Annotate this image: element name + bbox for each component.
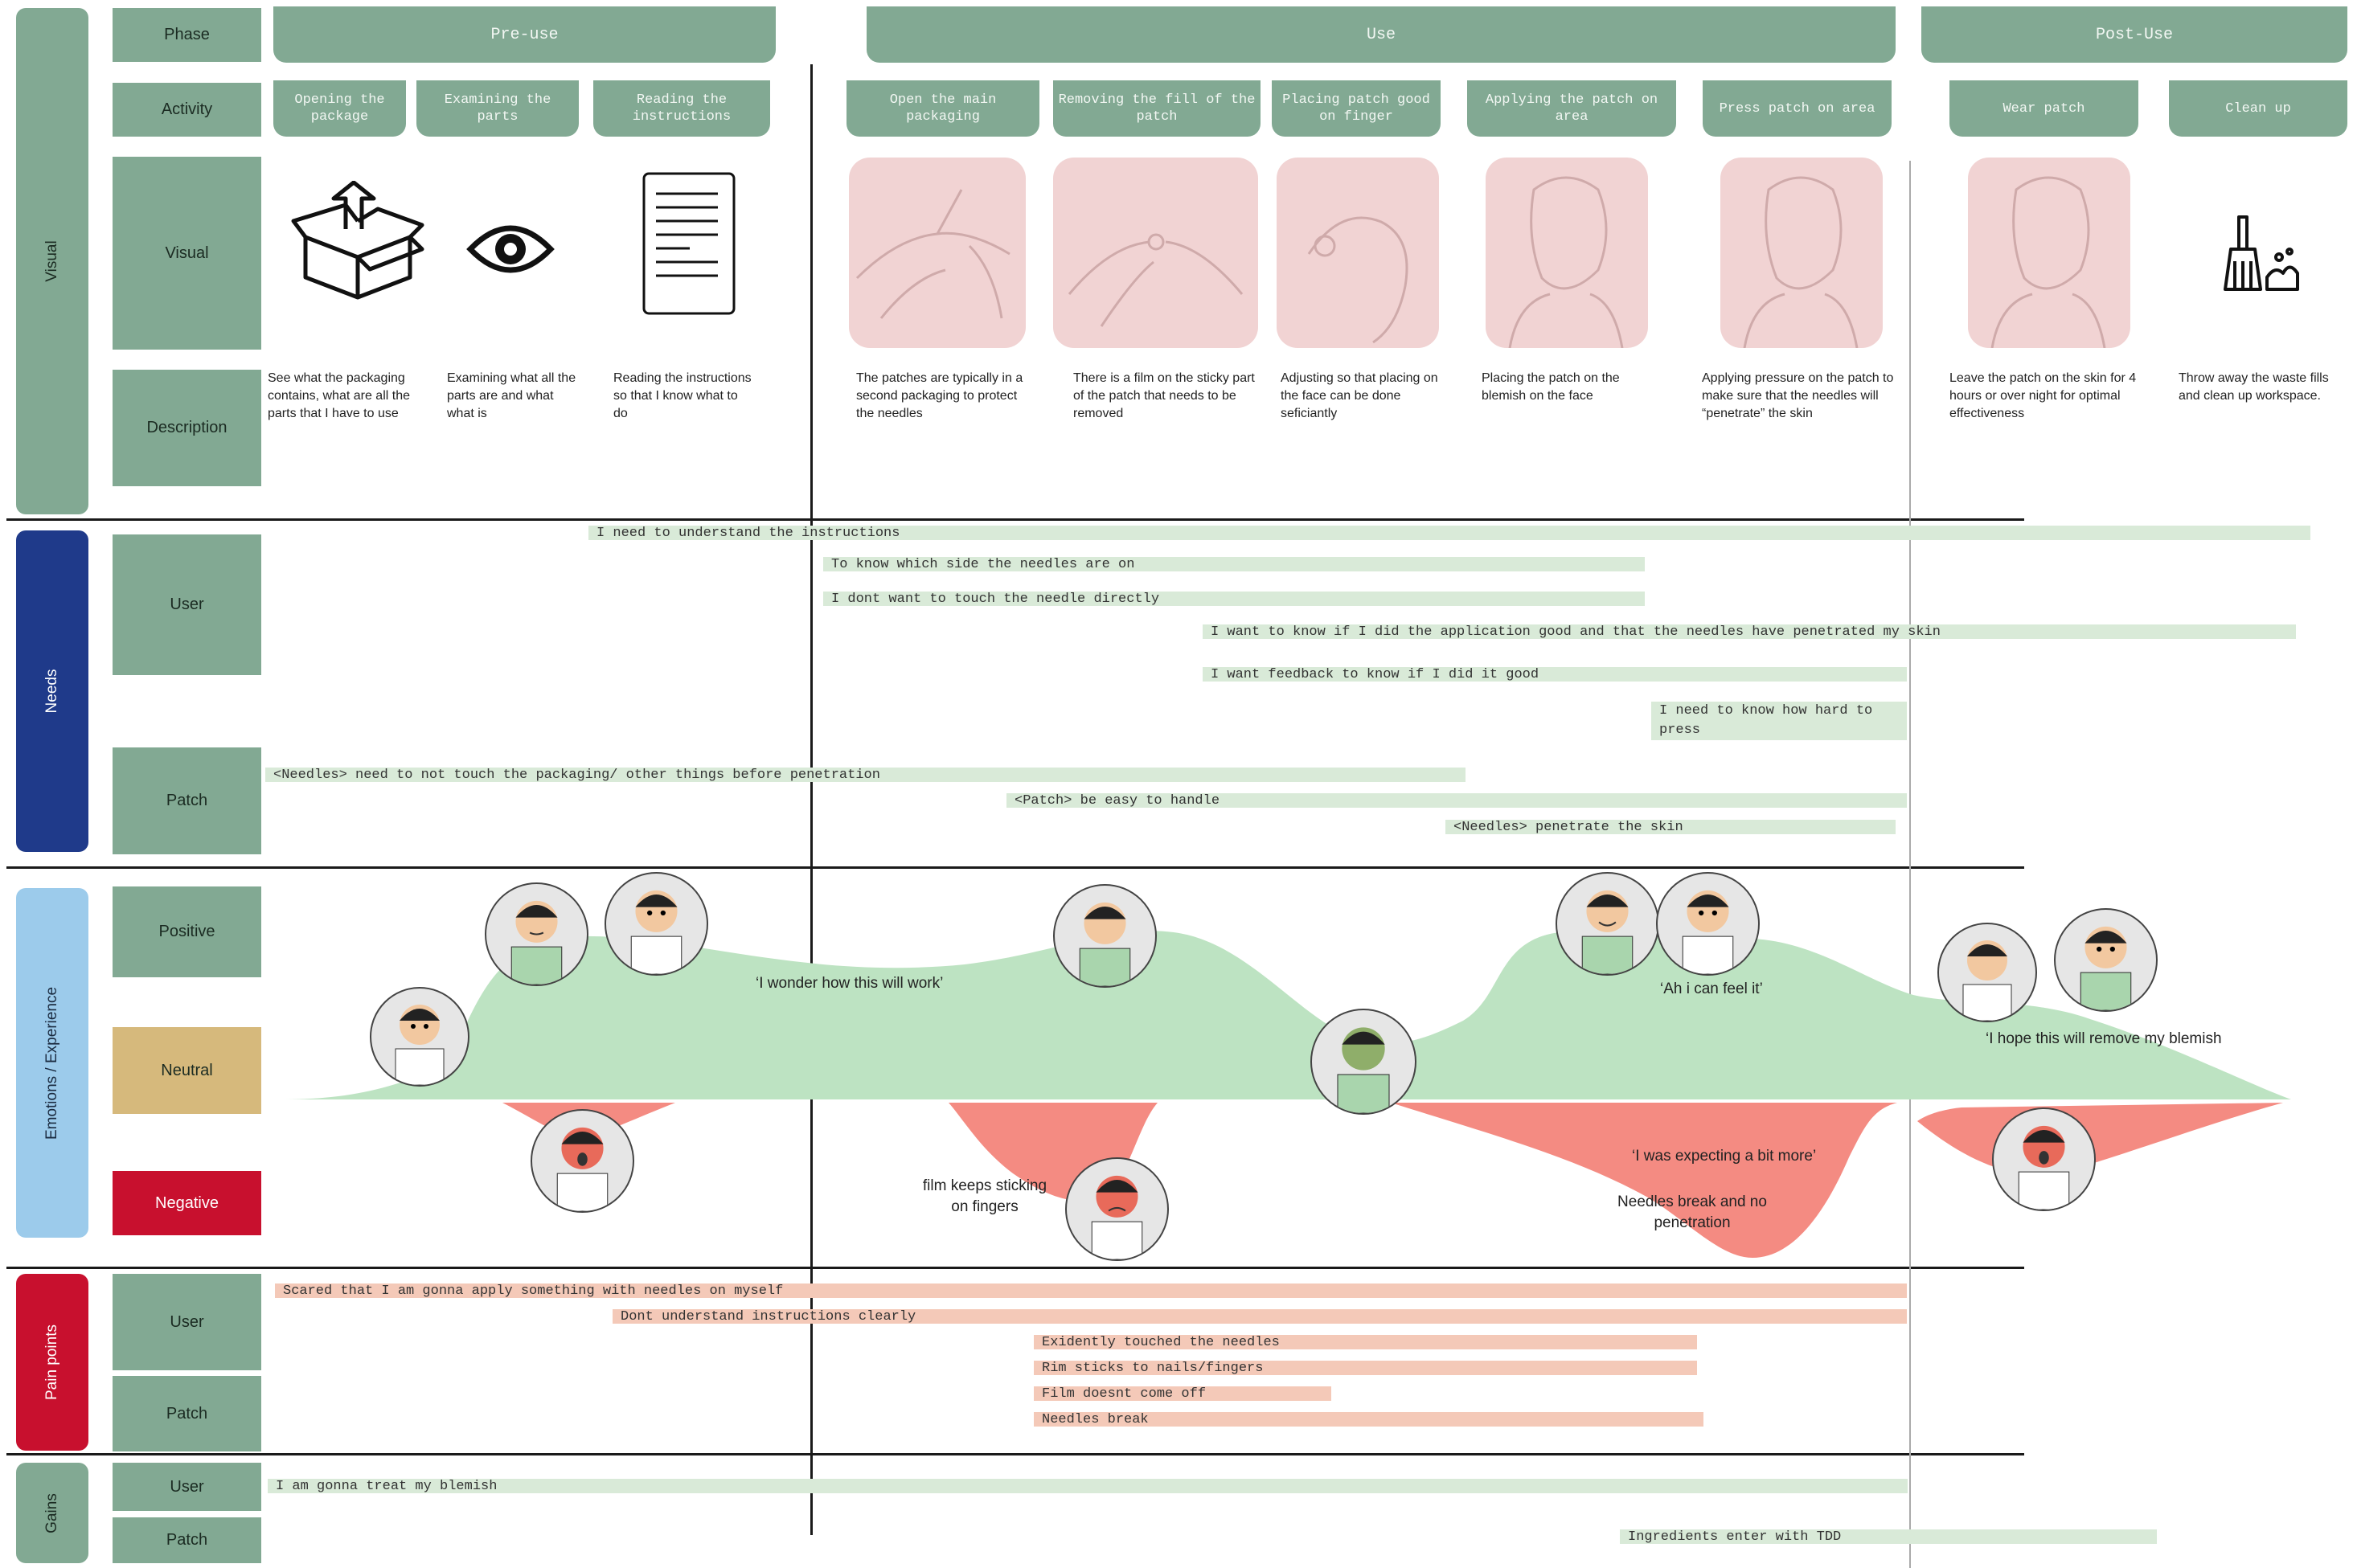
activity-wear-patch: Wear patch — [1949, 80, 2138, 137]
section-gains: Gains — [16, 1463, 88, 1563]
divider-pre-use-use — [810, 64, 813, 1535]
needs-user-bar-2: I dont want to touch the needle directly — [823, 592, 1645, 607]
divider-needs-emotions — [6, 866, 2024, 869]
activity-opening-package: Opening the package — [273, 80, 406, 137]
description-2: Reading the instructions so that I know … — [613, 371, 752, 420]
gains-patch-bar-0: Ingredients enter with TDD — [1620, 1529, 2157, 1545]
section-visual: Visual — [16, 8, 88, 514]
pain-patch-bar-0: Exidently touched the needles — [1034, 1335, 1697, 1350]
pain-user-bar-1: Dont understand instructions clearly — [613, 1309, 1907, 1324]
photo-press-patch — [1720, 158, 1883, 348]
needs-user-bar-0: I need to understand the instructions — [588, 526, 2310, 541]
avatar-worried — [1310, 1009, 1416, 1115]
needs-patch-bar-0: <Needles> need to not touch the packagin… — [265, 768, 1466, 783]
row-label-gains-user: User — [113, 1463, 261, 1511]
description-4: There is a film on the sticky part of th… — [1073, 371, 1255, 420]
needs-user-bar-1: To know which side the needles are on — [823, 557, 1645, 572]
needs-user-bar-5: I need to know how hard to press — [1651, 702, 1907, 740]
row-label-pain-patch: Patch — [113, 1376, 261, 1451]
avatar-shocked — [531, 1109, 634, 1213]
negative-area-2 — [1391, 1103, 1897, 1258]
row-label-needs-patch: Patch — [113, 747, 261, 854]
divider-visual-needs — [6, 518, 2024, 521]
activity-clean-up: Clean up — [2169, 80, 2347, 137]
pain-patch-bar-2: Film doesnt come off — [1034, 1386, 1331, 1402]
section-pain-points: Pain points — [16, 1274, 88, 1451]
avatar-curious-2 — [605, 872, 708, 976]
photo-removing-fill — [1053, 158, 1258, 348]
row-label-positive: Positive — [113, 886, 261, 977]
divider-pain-gains — [6, 1453, 2024, 1455]
pain-user-bar-0: Scared that I am gonna apply something w… — [275, 1283, 1907, 1299]
description-6: Placing the patch on the blemish on the … — [1482, 371, 1620, 403]
quote-needles-break: Needles break and no penetration — [1617, 1193, 1767, 1231]
activity-examining-parts: Examining the parts — [416, 80, 579, 137]
row-label-needs-user: User — [113, 534, 261, 675]
divider-use-post-use — [1909, 161, 1911, 1568]
avatar-feeling — [1656, 872, 1760, 976]
document-icon — [642, 171, 736, 316]
description-8: Leave the patch on the skin for 4 hours … — [1949, 371, 2137, 420]
description-9: Throw away the waste fills and clean up … — [2179, 371, 2329, 403]
section-needs: Needs — [16, 530, 88, 852]
photo-wear-patch — [1968, 158, 2130, 348]
negative-area-3 — [1917, 1103, 2283, 1175]
phase-post-use: Post-Use — [1921, 6, 2347, 63]
photo-open-packaging — [849, 158, 1026, 348]
avatar-nervous — [370, 987, 469, 1087]
avatar-thinking — [1053, 884, 1157, 988]
avatar-yawning — [1992, 1107, 2096, 1211]
quote-feel-it: ‘Ah i can feel it’ — [1660, 981, 1763, 997]
activity-reading-instructions: Reading the instructions — [593, 80, 770, 137]
photo-applying-patch — [1486, 158, 1648, 348]
row-label-description: Description — [113, 370, 261, 486]
section-emotions: Emotions / Experience — [16, 888, 88, 1238]
quote-wonder: ‘I wonder how this will work’ — [756, 975, 944, 992]
row-label-neutral: Neutral — [113, 1027, 261, 1114]
open-box-icon — [289, 180, 426, 301]
row-label-visual: Visual — [113, 157, 261, 350]
needs-patch-bar-2: <Needles> penetrate the skin — [1445, 820, 1896, 835]
description-5: Adjusting so that placing on the face ca… — [1281, 371, 1438, 420]
activity-open-main-packaging: Open the main packaging — [847, 80, 1039, 137]
activity-press-patch: Press patch on area — [1703, 80, 1892, 137]
row-label-gains-patch: Patch — [113, 1517, 261, 1563]
quote-expecting-more: ‘I was expecting a bit more’ — [1632, 1148, 1817, 1165]
avatar-hopeful-2 — [2054, 908, 2158, 1012]
divider-emotions-pain — [6, 1267, 2024, 1269]
row-label-negative: Negative — [113, 1171, 261, 1235]
row-label-pain-user: User — [113, 1274, 261, 1370]
phase-pre-use: Pre-use — [273, 6, 776, 63]
positive-area — [277, 929, 2291, 1099]
activity-removing-fill: Removing the fill of the patch — [1053, 80, 1261, 137]
gains-user-bar-0: I am gonna treat my blemish — [268, 1479, 1908, 1494]
quote-hope: ‘I hope this will remove my blemish — [1986, 1030, 2222, 1047]
row-label-activity: Activity — [113, 83, 261, 137]
pain-patch-bar-3: Needles break — [1034, 1412, 1703, 1427]
quote-film-sticking: film keeps sticking on fingers — [922, 1177, 1047, 1215]
broom-icon — [2219, 213, 2303, 297]
description-0: See what the packaging contains, what ar… — [268, 371, 410, 420]
eye-icon — [466, 217, 555, 281]
needs-user-bar-3: I want to know if I did the application … — [1203, 624, 2296, 640]
avatar-curious-1 — [485, 882, 588, 986]
needs-patch-bar-1: <Patch> be easy to handle — [1006, 793, 1907, 809]
description-3: The patches are typically in a second pa… — [856, 371, 1023, 420]
avatar-frustrated — [1065, 1157, 1169, 1261]
description-7: Applying pressure on the patch to make s… — [1702, 371, 1894, 420]
photo-placing-patch — [1277, 158, 1439, 348]
description-1: Examining what all the parts are and wha… — [447, 371, 576, 420]
row-label-phase: Phase — [113, 8, 261, 62]
phase-use: Use — [867, 6, 1896, 63]
avatar-confident — [1556, 872, 1659, 976]
activity-applying-patch: Applying the patch on area — [1467, 80, 1676, 137]
avatar-hopeful-1 — [1937, 923, 2037, 1022]
pain-patch-bar-1: Rim sticks to nails/fingers — [1034, 1361, 1697, 1376]
activity-placing-patch: Placing patch good on finger — [1272, 80, 1441, 137]
needs-user-bar-4: I want feedback to know if I did it good — [1203, 667, 1907, 682]
